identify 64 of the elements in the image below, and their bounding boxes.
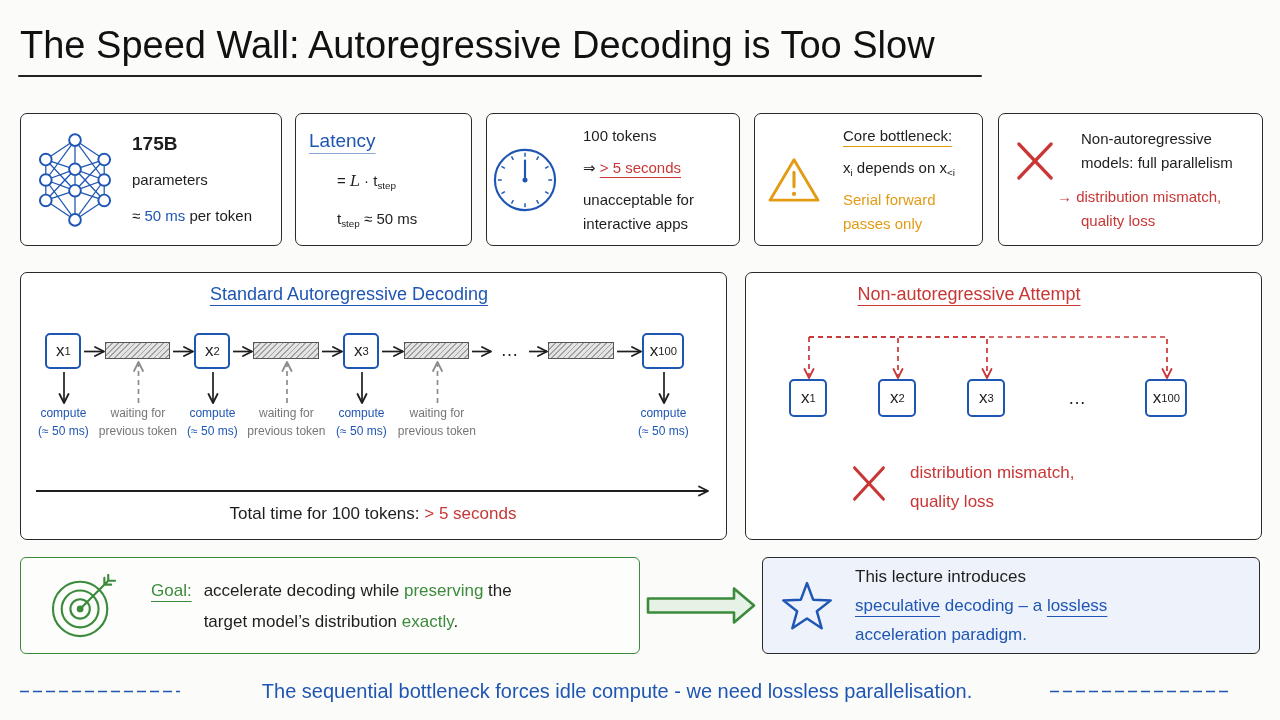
formula-text: t$_{step}$ ≈ 50 ms (337, 208, 418, 231)
card-text: Non-autoregressive models: full parallelism (1081, 128, 1234, 173)
formula-text: = L · t$_{step}$ (337, 170, 397, 193)
compute-label: compute (≈ 50 ms) (184, 404, 241, 441)
waiting-bar (548, 342, 615, 360)
goal-label: Goal: (151, 579, 192, 602)
panel-title: Standard Autoregressive Decoding (209, 283, 489, 306)
dashed-arrow (281, 361, 293, 404)
info-card (486, 113, 740, 246)
info-card (998, 113, 1263, 246)
dashed-arrow (803, 336, 815, 379)
card-heading: Core bottleneck: (843, 125, 953, 146)
card-heading: Latency (309, 128, 376, 153)
waiting-bar (404, 342, 470, 360)
arrow (616, 346, 642, 357)
compute-label: compute (≈ 50 ms) (35, 404, 92, 441)
arrow (471, 346, 492, 357)
waiting-bar (253, 342, 320, 360)
waiting-bar (105, 342, 171, 360)
dashed-arrow (133, 361, 144, 404)
arrow (658, 371, 670, 404)
footer-note: The sequential bottleneck forces idle compute - we need lossless parallelisation. (261, 679, 973, 703)
ellipsis: … (492, 337, 527, 364)
waiting-label: waiting for previous token (96, 404, 179, 441)
block-arrow (646, 587, 756, 624)
dashed-arrow (808, 336, 1173, 379)
arrow (321, 346, 343, 357)
total-time-text: Total time for 100 tokens: > 5 seconds (229, 503, 517, 525)
arrow (381, 346, 404, 357)
diagram-panel (20, 272, 727, 540)
arrow (83, 346, 105, 357)
panel-title: Non-autoregressive Attempt (857, 283, 1081, 306)
info-card (295, 113, 472, 246)
stat-value: 100 tokens (583, 125, 657, 146)
note-text: unacceptable for interactive apps (583, 189, 695, 234)
warning-text: → distribution mismatch, quality loss (1057, 186, 1223, 231)
info-card (20, 113, 282, 246)
compute-label: compute (≈ 50 ms) (635, 404, 692, 441)
waiting-label: waiting for previous token (395, 404, 478, 441)
stat-label: parameters (132, 169, 208, 190)
ellipsis: … (1068, 387, 1086, 410)
stat-value: 175B (132, 131, 178, 156)
note-text: Serial forward passes only (843, 189, 937, 234)
waiting-label: waiting for previous token (245, 404, 328, 441)
warning-text: distribution mismatch, quality loss (910, 462, 1076, 513)
summary-text: speculative decoding – a lossless acceleration paradigm. (855, 595, 1109, 646)
arrow (356, 371, 368, 404)
dashed-arrow (432, 361, 443, 404)
arrow (172, 346, 194, 357)
summary-lead: This lecture introduces (855, 566, 1027, 588)
page-title: The Speed Wall: Autoregressive Decoding is Too Slow (20, 23, 935, 68)
info-card (754, 113, 983, 246)
compute-label: compute (≈ 50 ms) (333, 404, 390, 441)
diagram-panel (745, 272, 1262, 540)
arrow (528, 346, 548, 357)
arrow (207, 371, 219, 404)
arrow (232, 346, 253, 357)
formula-text: x$_{i}$ depends on x$_{<i}$ (843, 157, 955, 180)
arrow (58, 371, 70, 404)
stat-detail: ≈ 50 ms per token (132, 205, 252, 226)
goal-box (20, 557, 640, 654)
goal-text: accelerate decoding while preserving the target model’s distribution exactly. (203, 579, 513, 633)
result-text: ⇒ > 5 seconds (583, 157, 682, 178)
summary-box (762, 557, 1260, 654)
